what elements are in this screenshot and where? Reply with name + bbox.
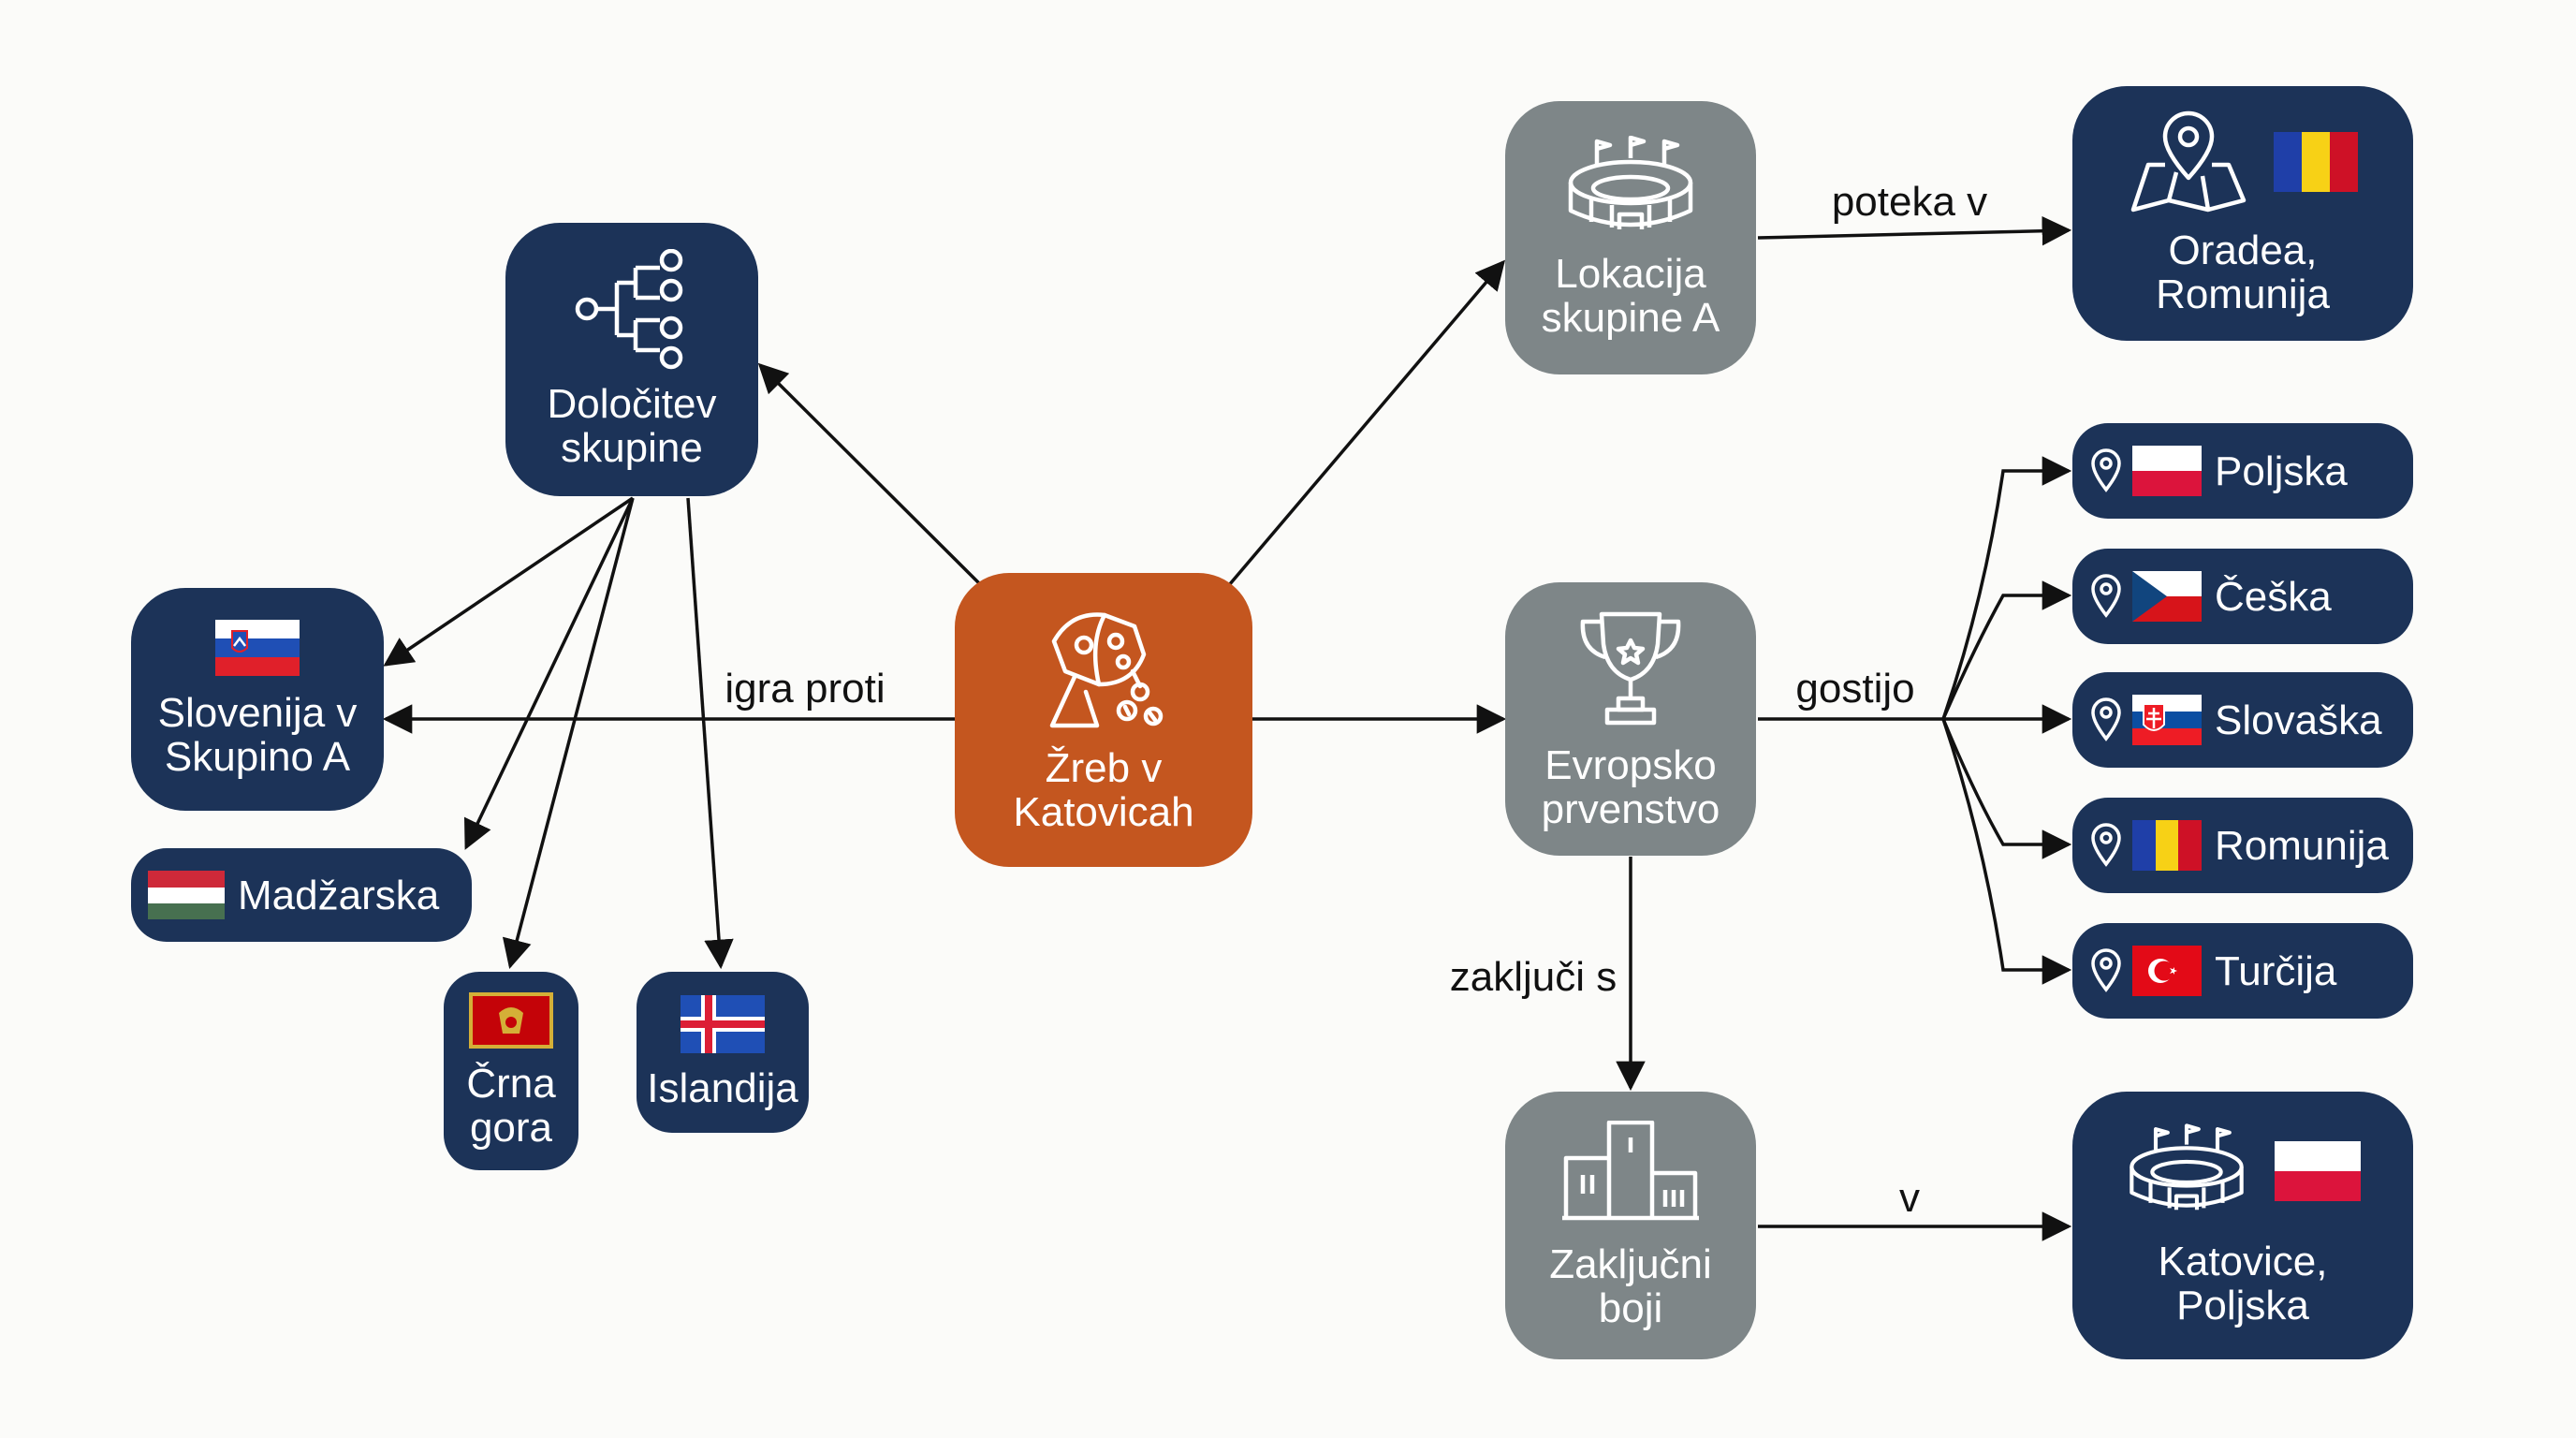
- node-iceland[interactable]: Islandija: [637, 972, 809, 1133]
- edge-label-hosted-by: gostijo: [1795, 666, 1915, 712]
- node-draw-katowice[interactable]: Žreb v Katovicah: [955, 573, 1252, 867]
- edge-location-to-oradea: [1757, 215, 2072, 246]
- iceland-flag: [681, 994, 765, 1053]
- node-host-romania[interactable]: Romunija: [2072, 798, 2413, 893]
- poland-flag: [2132, 446, 2202, 496]
- czechia-flag: [2132, 571, 2202, 622]
- hungary-flag: [148, 871, 225, 919]
- node-header: [2125, 1123, 2361, 1219]
- node-header: [2128, 110, 2358, 213]
- location-pin-icon: [2091, 823, 2121, 867]
- slovakia-flag: [2132, 695, 2202, 745]
- node-host-poland[interactable]: Poljska: [2072, 423, 2413, 519]
- node-label: Oradea, Romunija: [2156, 227, 2330, 317]
- location-pin-icon: [2091, 448, 2121, 492]
- node-label: Češka: [2215, 573, 2332, 620]
- edge-label-plays-against: igra proti: [724, 666, 886, 712]
- node-euro[interactable]: Evropsko prvenstvo: [1505, 582, 1756, 856]
- location-pin-icon: [2091, 948, 2121, 992]
- node-label: Slovenija v Skupino A: [157, 690, 358, 780]
- node-katowice[interactable]: Katovice, Poljska: [2072, 1092, 2413, 1359]
- node-slovenia[interactable]: Slovenija v Skupino A: [131, 588, 384, 811]
- trophy-icon: [1580, 611, 1681, 726]
- bracket-tree-icon: [575, 249, 683, 370]
- node-host-czechia[interactable]: Češka: [2072, 549, 2413, 644]
- node-label: Zaključni boji: [1549, 1241, 1712, 1331]
- edge-group-to-hungary: [463, 497, 635, 850]
- node-label: Lokacija skupine A: [1541, 251, 1720, 341]
- edge-label-in: v: [1899, 1175, 1920, 1221]
- romania-flag: [2132, 820, 2202, 871]
- edge-label-ends-with: zaključi s: [1449, 954, 1617, 1000]
- node-host-turkey[interactable]: Turčija: [2072, 923, 2413, 1019]
- node-group-determination[interactable]: Določitev skupine: [505, 223, 758, 496]
- montenegro-flag: [469, 992, 553, 1049]
- node-label: Madžarska: [238, 872, 440, 918]
- map-pin-icon: [2130, 110, 2247, 213]
- node-label: Žreb v Katovicah: [1013, 745, 1194, 835]
- turkey-flag: [2132, 946, 2202, 996]
- node-hungary[interactable]: Madžarska: [131, 848, 472, 942]
- node-label: Določitev skupine: [547, 381, 717, 471]
- edge-euro-to-czechia: [1941, 580, 2072, 720]
- edge-euro-to-poland: [1941, 456, 2072, 720]
- edge-euro-to-romania: [1941, 718, 2072, 859]
- edge-euro-to-turkey: [1941, 718, 2072, 985]
- node-label: Katovice, Poljska: [2158, 1239, 2328, 1328]
- node-label: Romunija: [2215, 822, 2389, 869]
- node-oradea[interactable]: Oradea, Romunija: [2072, 86, 2413, 341]
- stadium-icon: [1568, 136, 1693, 229]
- romania-flag: [2274, 132, 2358, 192]
- node-label: Poljska: [2215, 448, 2348, 494]
- node-montenegro[interactable]: Črna gora: [444, 972, 578, 1170]
- node-host-slovakia[interactable]: Slovaška: [2072, 672, 2413, 768]
- node-label: Slovaška: [2215, 697, 2382, 743]
- poland-flag: [2275, 1141, 2361, 1201]
- node-group-location[interactable]: Lokacija skupine A: [1505, 101, 1756, 374]
- node-finals[interactable]: Zaključni boji: [1505, 1092, 1756, 1359]
- edge-group-to-montenegro: [502, 497, 635, 970]
- edge-label-takes-place-in: poteka v: [1831, 179, 1988, 225]
- podium-icon: [1562, 1121, 1699, 1221]
- edge-group-to-slovenia: [383, 496, 634, 667]
- location-pin-icon: [2091, 574, 2121, 618]
- lottery-drum-icon: [1049, 612, 1164, 728]
- node-label: Evropsko prvenstvo: [1541, 742, 1720, 832]
- stadium-icon: [2130, 1123, 2244, 1211]
- node-label: Črna gora: [466, 1061, 556, 1151]
- edge-group-to-iceland: [686, 497, 734, 970]
- edge-center-to-group: [757, 362, 983, 587]
- node-label: Turčija: [2215, 947, 2337, 994]
- node-label: Islandija: [647, 1064, 798, 1111]
- edge-center-to-location: [1227, 259, 1506, 587]
- slovenia-flag: [215, 620, 300, 676]
- location-pin-icon: [2091, 697, 2121, 741]
